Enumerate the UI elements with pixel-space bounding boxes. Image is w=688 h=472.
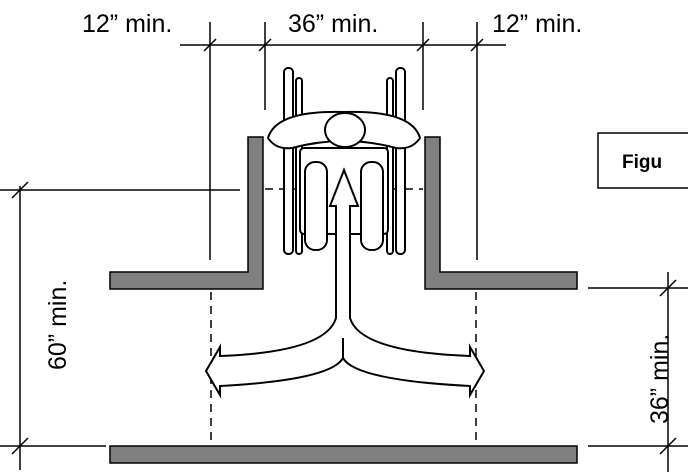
dim-top-right-label: 12” min.: [492, 10, 582, 38]
left-wall: [109, 136, 264, 290]
right-wall: [424, 136, 578, 290]
bottom-wall: [109, 445, 578, 464]
top-dimension-lines: [180, 22, 506, 260]
dim-top-center-label: 36” min.: [288, 10, 378, 38]
figure-label: Figu: [622, 152, 662, 173]
dim-left-vertical-label: 60” min.: [44, 280, 72, 370]
wheelchair-user-icon: [266, 67, 422, 255]
dim-right-vertical-label: 36” min.: [646, 334, 674, 424]
left-dimension-lines: [0, 181, 240, 470]
dim-top-left-label: 12” min.: [82, 10, 172, 38]
walls: [109, 136, 578, 464]
turn-arrow-icon: [204, 167, 486, 399]
right-dimension-lines: [588, 272, 688, 472]
figure-label-box: Figu: [597, 132, 688, 189]
